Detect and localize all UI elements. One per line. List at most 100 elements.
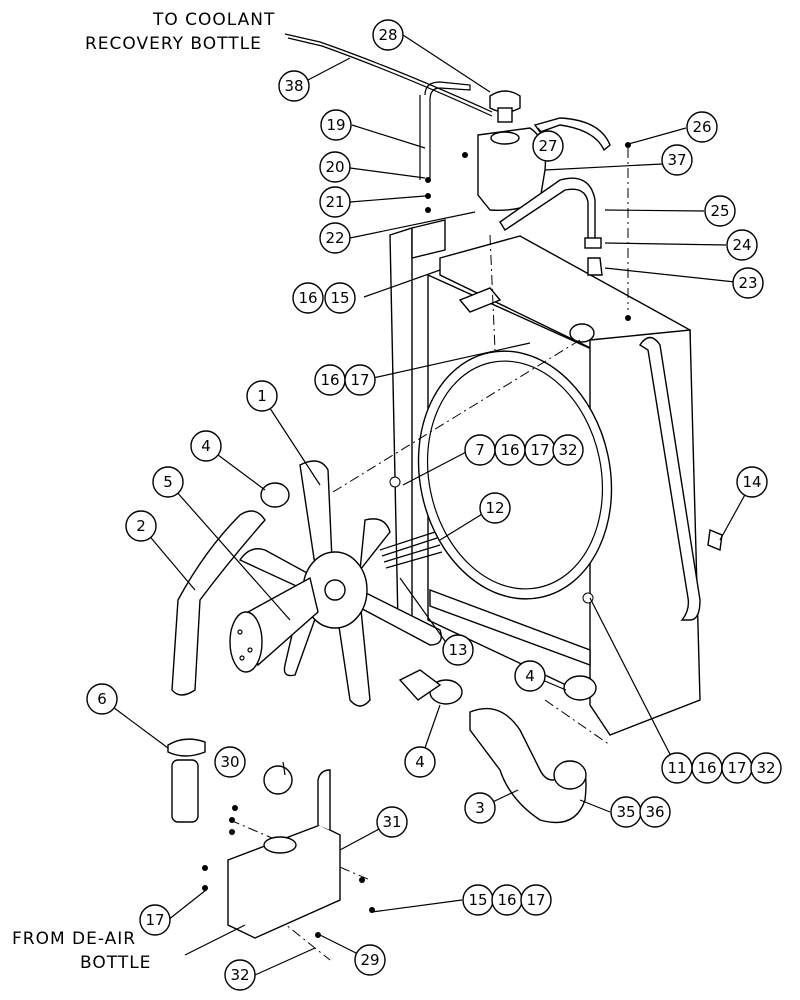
svg-text:16: 16 bbox=[500, 441, 519, 459]
fan-bolts bbox=[379, 531, 443, 569]
callout-38: 38 bbox=[278, 70, 310, 102]
callout-2: 2 bbox=[125, 510, 157, 542]
callout-20: 20 bbox=[319, 151, 351, 183]
cooling-fan bbox=[238, 460, 442, 707]
hose-coupler bbox=[171, 759, 199, 823]
coolant-recovery-label-line2: RECOVERY BOTTLE bbox=[85, 34, 262, 54]
callout-37: 37 bbox=[661, 144, 693, 176]
svg-text:15: 15 bbox=[468, 891, 487, 909]
fan-spacer-hub bbox=[229, 576, 319, 673]
callout-27: 27 bbox=[532, 130, 564, 162]
svg-text:24: 24 bbox=[732, 236, 751, 254]
coolant-recovery-label-line1: TO COOLANT bbox=[152, 10, 275, 30]
svg-text:32: 32 bbox=[230, 966, 249, 984]
de-air-tube bbox=[184, 924, 246, 956]
callout-17-bottom: 17 bbox=[721, 752, 753, 784]
overflow-hose bbox=[424, 81, 471, 180]
callout-24: 24 bbox=[726, 229, 758, 261]
svg-text:4: 4 bbox=[415, 753, 425, 771]
svg-text:15: 15 bbox=[330, 289, 349, 307]
callout-19: 19 bbox=[320, 109, 352, 141]
deair-bottle-label-line1: FROM DE-AIR bbox=[12, 929, 136, 949]
bracket-14 bbox=[707, 529, 723, 551]
svg-text:35: 35 bbox=[616, 803, 635, 821]
callout-12: 12 bbox=[479, 492, 511, 524]
hose-clamp-4-right bbox=[563, 675, 597, 701]
callout-4-right: 4 bbox=[514, 660, 546, 692]
de-air-bottle bbox=[227, 765, 341, 939]
callout-32-fan: 32 bbox=[552, 434, 584, 466]
svg-text:14: 14 bbox=[742, 473, 761, 491]
callout-28: 28 bbox=[372, 19, 404, 51]
callout-13: 13 bbox=[442, 634, 474, 666]
lower-coupler bbox=[398, 669, 442, 701]
callout-17-fan: 17 bbox=[524, 434, 556, 466]
callout-14: 14 bbox=[736, 466, 768, 498]
callout-35: 35 bbox=[610, 796, 642, 828]
svg-text:36: 36 bbox=[645, 803, 664, 821]
callout-17-bottle: 17 bbox=[520, 884, 552, 916]
radiator-inlet-neck bbox=[569, 323, 595, 343]
callout-23: 23 bbox=[732, 267, 764, 299]
callout-16-fan: 16 bbox=[494, 434, 526, 466]
svg-text:21: 21 bbox=[325, 193, 344, 211]
svg-text:23: 23 bbox=[738, 274, 757, 292]
callout-29: 29 bbox=[354, 944, 386, 976]
elbow-fitting-23 bbox=[587, 257, 603, 276]
svg-text:19: 19 bbox=[326, 116, 345, 134]
callout-25: 25 bbox=[704, 195, 736, 227]
svg-text:16: 16 bbox=[497, 891, 516, 909]
svg-text:16: 16 bbox=[697, 759, 716, 777]
hose-clamp-6 bbox=[167, 738, 206, 757]
callout-11: 11 bbox=[661, 752, 693, 784]
callout-4-top: 4 bbox=[190, 430, 222, 462]
svg-text:7: 7 bbox=[475, 441, 485, 459]
callout-7: 7 bbox=[464, 434, 496, 466]
svg-text:37: 37 bbox=[667, 151, 686, 169]
svg-text:3: 3 bbox=[475, 799, 485, 817]
callout-16-bottom: 16 bbox=[691, 752, 723, 784]
svg-text:17: 17 bbox=[727, 759, 746, 777]
svg-text:20: 20 bbox=[325, 158, 344, 176]
svg-text:2: 2 bbox=[136, 517, 146, 535]
svg-text:4: 4 bbox=[525, 667, 535, 685]
callout-32-left: 32 bbox=[224, 959, 256, 991]
callout-1: 1 bbox=[246, 380, 278, 412]
callout-21: 21 bbox=[319, 186, 351, 218]
svg-text:26: 26 bbox=[692, 118, 711, 136]
callout-17-mid: 17 bbox=[344, 364, 376, 396]
callout-3: 3 bbox=[464, 792, 496, 824]
lower-radiator-hose-2 bbox=[171, 510, 266, 696]
callout-26: 26 bbox=[686, 111, 718, 143]
callout-16-top: 16 bbox=[292, 282, 324, 314]
svg-text:28: 28 bbox=[378, 26, 397, 44]
hose-end-cap bbox=[553, 760, 587, 790]
svg-text:16: 16 bbox=[298, 289, 317, 307]
svg-text:12: 12 bbox=[485, 499, 504, 517]
upper-hose bbox=[458, 287, 502, 313]
callout-16-mid: 16 bbox=[314, 364, 346, 396]
svg-text:32: 32 bbox=[558, 441, 577, 459]
callout-31: 31 bbox=[376, 806, 408, 838]
svg-text:29: 29 bbox=[360, 951, 379, 969]
svg-text:27: 27 bbox=[538, 137, 557, 155]
fan-shroud bbox=[417, 350, 613, 600]
svg-text:1: 1 bbox=[257, 387, 267, 405]
callout-4-mid: 4 bbox=[404, 746, 436, 778]
svg-text:17: 17 bbox=[350, 371, 369, 389]
svg-text:17: 17 bbox=[530, 441, 549, 459]
svg-text:38: 38 bbox=[284, 77, 303, 95]
svg-text:32: 32 bbox=[756, 759, 775, 777]
coolant-recovery-tube bbox=[284, 33, 493, 113]
svg-text:31: 31 bbox=[382, 813, 401, 831]
svg-text:25: 25 bbox=[710, 202, 729, 220]
svg-text:6: 6 bbox=[97, 690, 107, 708]
svg-text:30: 30 bbox=[220, 753, 239, 771]
callout-6: 6 bbox=[86, 683, 118, 715]
callout-32-bottom: 32 bbox=[750, 752, 782, 784]
callout-17-left: 17 bbox=[139, 904, 171, 936]
callout-36: 36 bbox=[639, 796, 671, 828]
svg-text:4: 4 bbox=[201, 437, 211, 455]
callout-15-bottom: 15 bbox=[462, 884, 494, 916]
